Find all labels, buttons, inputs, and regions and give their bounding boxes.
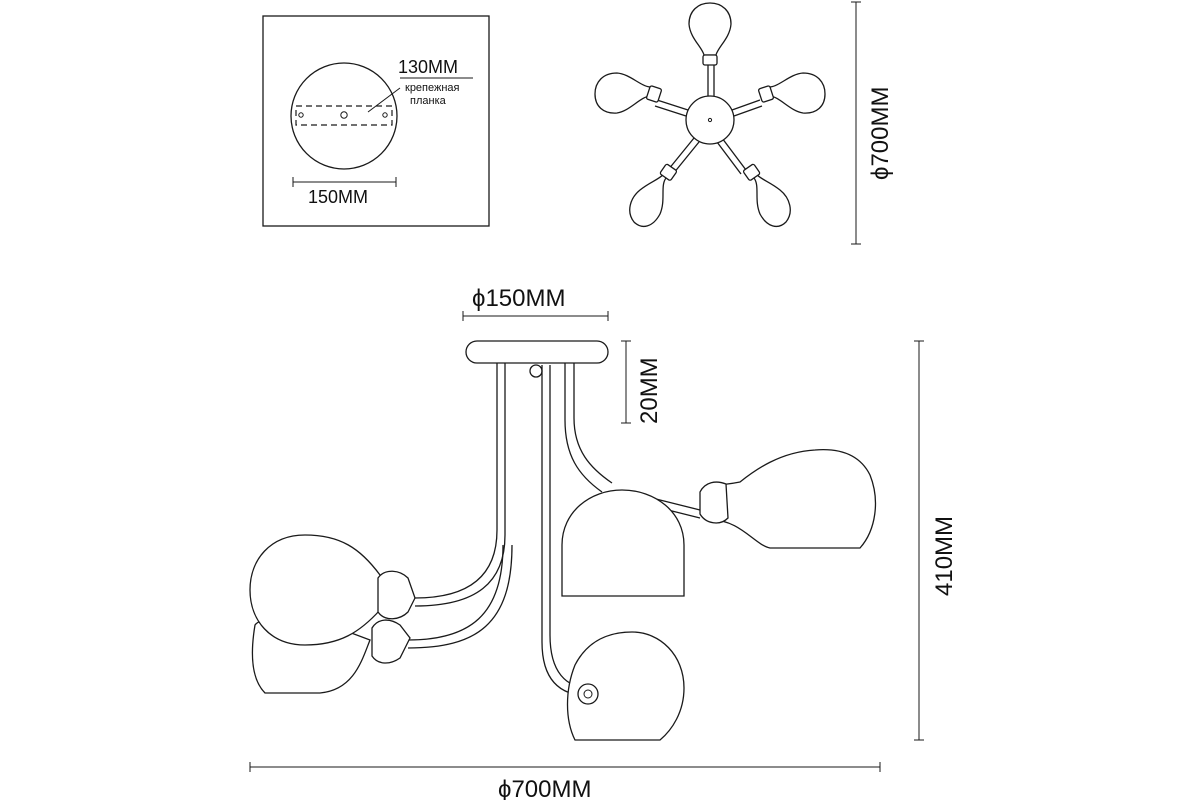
width-dimension-label: 150ММ bbox=[308, 187, 368, 207]
side-view-arms bbox=[407, 363, 701, 697]
side-view-bulb-middle bbox=[561, 489, 685, 597]
top-view-bulb-right bbox=[758, 72, 826, 114]
top-view-diameter-label: ϕ700ММ bbox=[867, 87, 894, 180]
bracket-label-line1: крепежная bbox=[405, 82, 460, 94]
bracket-screw-hole-left bbox=[298, 112, 304, 118]
diameter-label: ϕ700ММ bbox=[498, 776, 591, 800]
mount-plate-view: 130ММ крепежная планка 150ММ bbox=[262, 15, 490, 227]
bracket-dimension-label: 130ММ bbox=[398, 57, 458, 77]
side-view: ϕ150ММ 20ММ bbox=[249, 285, 958, 800]
bracket-center-hole bbox=[340, 111, 348, 119]
ceiling-plate bbox=[465, 340, 609, 364]
side-view-bulb-right bbox=[699, 449, 877, 549]
mounting-bracket bbox=[295, 105, 393, 126]
side-view-bulb-upper-left bbox=[249, 534, 416, 646]
bracket-leader-line bbox=[367, 87, 401, 113]
bracket-screw-hole-right bbox=[382, 112, 388, 118]
height-label: 410ММ bbox=[931, 516, 958, 596]
plate-height-label: 20ММ bbox=[636, 357, 663, 424]
top-view-bulb-top bbox=[688, 2, 732, 66]
top-view-bulb-left bbox=[594, 72, 662, 114]
top-view-bulb-bottom-right bbox=[742, 163, 791, 228]
top-view-hub bbox=[685, 95, 735, 145]
mount-plate-circle bbox=[290, 62, 398, 170]
plate-diameter-label: ϕ150ММ bbox=[472, 285, 565, 312]
side-view-bulb-bottom bbox=[566, 631, 685, 741]
bracket-label-line2: планка bbox=[410, 95, 447, 107]
mount-plate-frame bbox=[262, 15, 490, 227]
top-view: ϕ700ММ bbox=[594, 1, 894, 245]
top-view-bulb-bottom-left bbox=[629, 163, 678, 228]
